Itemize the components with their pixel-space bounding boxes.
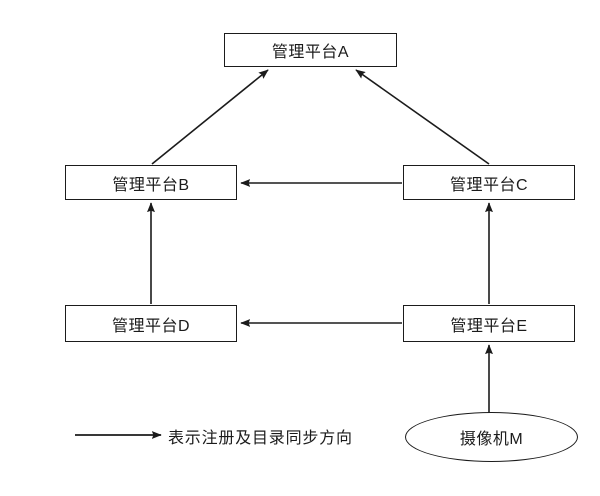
node-management-platform-e[interactable]: 管理平台E (403, 305, 575, 342)
node-label-m: 摄像机M (459, 431, 524, 448)
node-label-a: 管理平台A (271, 44, 350, 61)
node-management-platform-d[interactable]: 管理平台D (65, 305, 237, 342)
legend-arrow-label: 表示注册及目录同步方向 (168, 430, 353, 447)
node-management-platform-c[interactable]: 管理平台C (403, 165, 575, 200)
node-label-d: 管理平台D (111, 317, 191, 335)
node-management-platform-a[interactable]: 管理平台A (224, 33, 397, 67)
node-label-e: 管理平台E (450, 317, 528, 335)
node-label-b: 管理平台B (112, 176, 190, 194)
node-management-platform-b[interactable]: 管理平台B (65, 165, 237, 200)
edge-b-to-a (151, 69, 269, 165)
node-label-c: 管理平台C (449, 176, 529, 194)
edge-c-to-a (355, 69, 490, 165)
node-camera-m[interactable]: 摄像机M (405, 412, 578, 462)
